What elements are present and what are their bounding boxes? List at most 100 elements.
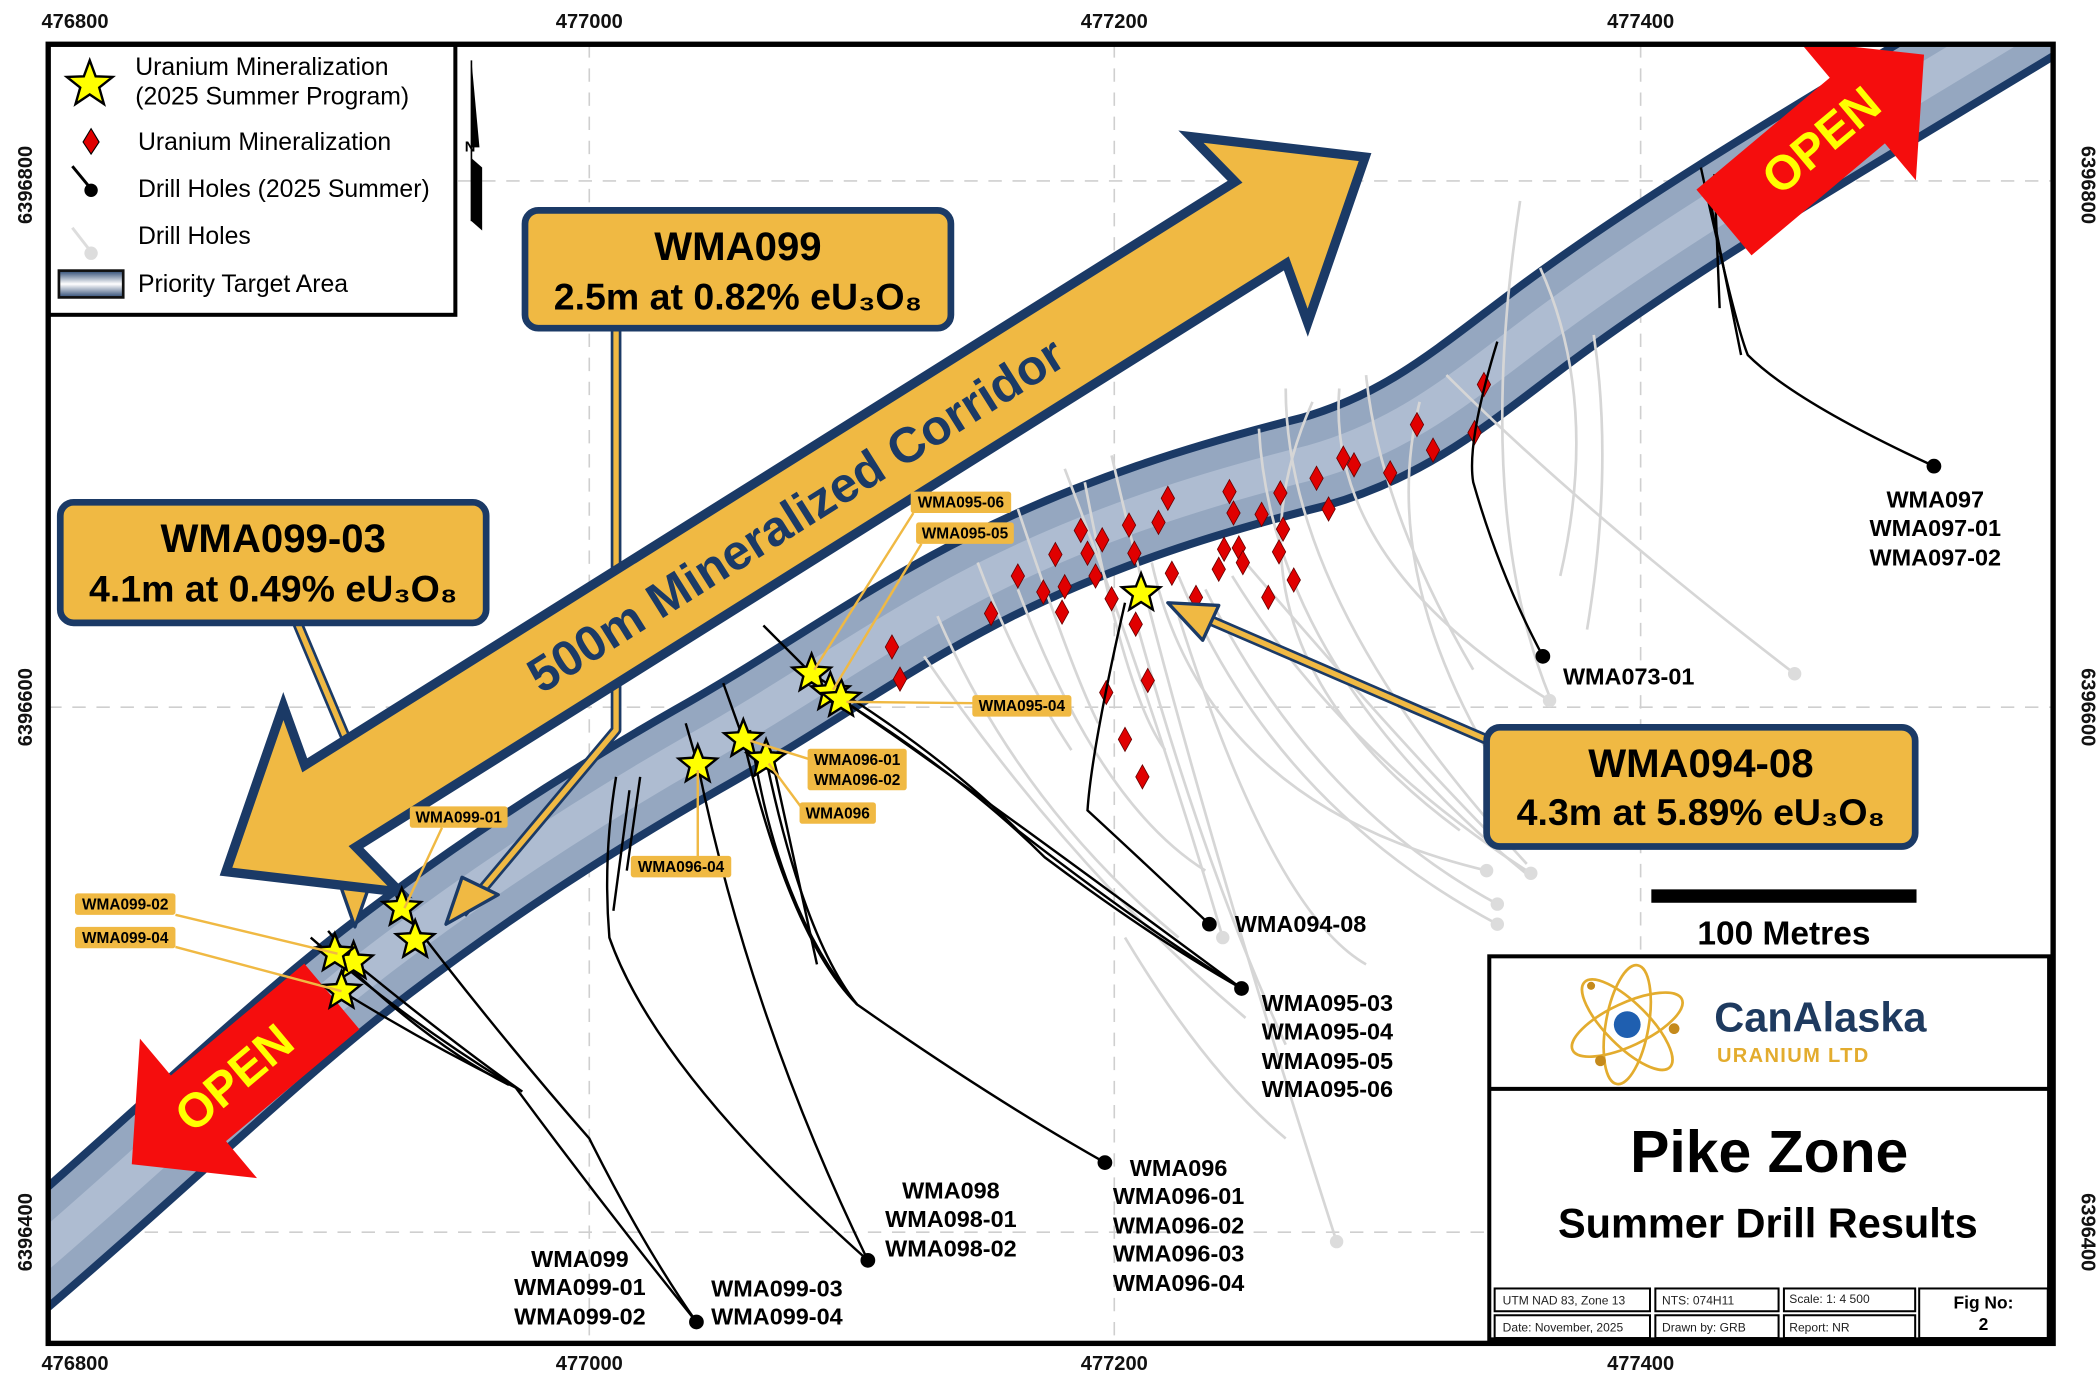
tag-label: WMA095-04 [979,698,1066,715]
yellow-star-icon [392,916,438,960]
yellow-star-icon [789,650,834,693]
red-diamond-icon [1254,501,1269,528]
hole-label: WMA095-05 [1262,1048,1393,1074]
callout-wma099-03: WMA099-03 4.1m at 0.49% eU₃O₈ [56,498,490,627]
tag-wma099-01: WMA099-01 [409,806,508,828]
company-subname: URANIUM LTD [1717,1045,1870,1067]
red-diamond-icon [1095,526,1110,553]
scale-bar-label: 100 Metres [1697,915,1870,952]
tag-wma096-04: WMA096-04 [630,855,732,878]
tag-label: WMA096-02 [814,772,900,789]
yellow-star-icon [818,675,864,719]
red-diamond-icon [1128,611,1143,638]
yellow-star-icon [319,967,364,1011]
red-diamond-icon [983,600,999,627]
red-diamond-icon [1425,437,1441,463]
tag-wma096-01: WMA096-01 [807,748,907,791]
tag-label: WMA099-02 [82,896,168,913]
tag-label: WMA095-06 [918,495,1004,512]
tag-wma099-04: WMA099-04 [75,926,176,949]
red-diamond-icon [1235,549,1251,576]
red-diamond-icon [1216,536,1232,563]
drawn-by-text: Drawn by: GRB [1662,1320,1746,1334]
callout-result: 2.5m at 0.82% eU₃O₈ [554,275,922,317]
hole-label: WMA095-04 [1262,1018,1393,1044]
tag-box [630,855,732,878]
tag-label: WMA099-04 [82,930,169,947]
x-axis-bottom: 476800 477000 477200 477400 [42,1353,1675,1375]
red-diamond-icon [892,666,908,692]
hole-label: WMA096-01 [1113,1183,1244,1209]
red-diamond-icon [1336,445,1351,471]
scale-text: Scale: 1: 4 500 [1789,1292,1870,1306]
hole-label: WMA097 [1886,487,1984,513]
red-diamond-icon [1054,599,1070,626]
red-diamond-icon [1135,763,1150,790]
hole-label: WMA073-01 [1563,663,1694,689]
tag-wma095-05: WMA095-05 [916,522,1014,544]
date-text: Date: November, 2025 [1503,1320,1624,1334]
x-tick: 477200 [1081,1353,1148,1375]
red-diamond-icon [1160,485,1176,512]
red-diamond-icon [1104,585,1119,612]
legend: Uranium Mineralization (2025 Summer Prog… [46,42,458,317]
x-tick: 477400 [1607,1353,1674,1375]
historic-drill-holes [923,200,1802,1249]
red-diamond-icon [1117,726,1133,753]
red-diamond-icon [1409,411,1425,438]
hole-label: WMA097-01 [1870,515,2001,541]
fig-number: 2 [1979,1314,1989,1334]
hole-tags: WMA095-06WMA095-05WMA095-04WMA096-01WMA0… [75,491,1072,993]
legend-label: Uranium Mineralization [138,129,391,156]
uranium-mineralization-2025 [312,569,1164,1011]
red-diamond-icon [1286,567,1301,593]
hole-label: WMA098-02 [885,1235,1016,1261]
fig-label: Fig No: [1954,1293,2014,1313]
hole-label: WMA095-03 [1262,990,1393,1016]
red-diamond-icon [1057,573,1072,600]
hole-label: WMA099-01 [514,1274,645,1300]
priority-target-swatch-icon [57,269,125,299]
tag-box [799,802,876,824]
hole-label: WMA096-03 [1113,1241,1244,1267]
yellow-star-icon [1118,569,1164,613]
y-axis-left: 6396800 6396600 6396400 [15,146,37,1271]
red-diamond-icon [1121,512,1137,538]
red-diamond-icon [884,634,900,660]
callout-wma094-08: WMA094-08 4.3m at 5.89% eU₃O₈ [1483,723,1919,850]
red-diamond-icon [1271,538,1287,565]
x-tick: 477400 [1607,11,1674,33]
tag-box [910,491,1012,514]
red-diamond-icon [1222,478,1237,505]
hole-label: WMA097-02 [1870,544,2001,570]
tag-label: WMA096-04 [638,859,725,876]
legend-label: (2025 Summer Program) [135,84,409,111]
red-diamond-icon [1275,516,1291,542]
red-diamond-icon [1036,579,1051,605]
red-diamond-icon [1261,584,1276,611]
x-axis-top: 476800 477000 477200 477400 [42,11,1675,33]
x-tick: 476800 [42,1353,109,1375]
hole-label: WMA096 [1130,1155,1228,1181]
red-diamond-icon [1127,540,1142,567]
callout-hole: WMA094-08 [1588,741,1813,786]
grey-drill-hole-icon [71,226,98,260]
red-diamond-icon [82,127,100,156]
hole-label: WMA099 [531,1246,629,1272]
red-diamond-icon [1048,541,1063,568]
hole-label: WMA099-03 [711,1276,842,1302]
tag-wma099-02: WMA099-02 [75,893,176,915]
yellow-star-icon [312,930,358,973]
hole-label: WMA098-01 [885,1206,1016,1232]
tag-box [807,748,907,791]
map-frame [45,41,2056,1347]
red-diamond-icon [1273,480,1288,506]
y-axis-right: 6396800 6396600 6396400 [2076,146,2098,1271]
black-drill-hole-icon [71,165,98,197]
hole-label: WMA094-08 [1235,911,1366,937]
y-tick: 6396600 [15,668,37,746]
red-diamond-icon [1346,451,1362,478]
tag-box [75,926,176,949]
legend-label: Drill Holes (2025 Summer) [138,176,430,203]
